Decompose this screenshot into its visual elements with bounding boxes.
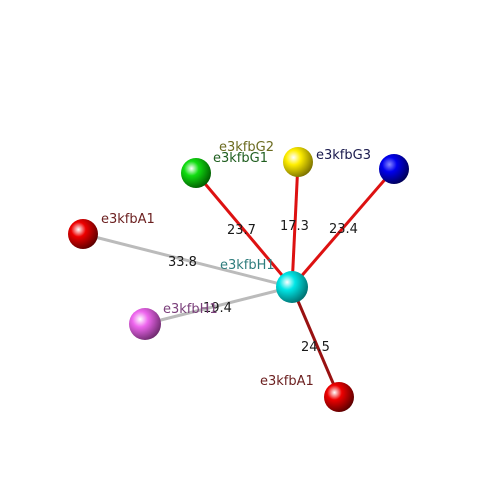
distance-label-h1-h1-pink: 19.4 xyxy=(203,301,232,316)
atom-group xyxy=(68,147,409,412)
atom-sphere-h1[interactable] xyxy=(276,271,308,303)
distance-label-h1-g1: 23.7 xyxy=(227,223,256,238)
atom-label-g2: e3kfbG2 xyxy=(219,140,274,155)
atom-sphere-g2[interactable] xyxy=(283,147,313,177)
atom-label-a1-left: e3kfbA1 xyxy=(101,212,155,227)
atom-sphere-g3[interactable] xyxy=(379,154,409,184)
bond-h1-h1-pink[interactable] xyxy=(144,285,293,326)
bond-h1-g2[interactable] xyxy=(290,161,300,288)
atom-label-h1: e3kfbH1 xyxy=(220,258,275,273)
distance-label-h1-g3: 23.4 xyxy=(329,222,358,237)
bond-h1-a1-left[interactable] xyxy=(82,232,293,289)
bond-h1-g1[interactable] xyxy=(194,172,294,288)
atom-label-a1-bottom: e3kfbA1 xyxy=(260,374,314,389)
bond-group xyxy=(82,161,396,398)
distance-label-h1-a1-bottom: 24.5 xyxy=(301,340,330,355)
atom-label-g3: e3kfbG3 xyxy=(316,148,371,163)
distance-label-h1-g2: 17.3 xyxy=(280,219,309,234)
atom-label-g1: e3kfbG1 xyxy=(213,151,268,166)
bond-h1-a1-bottom[interactable] xyxy=(290,286,341,398)
distance-labels: 23.7 17.3 23.4 33.8 19.4 24.5 xyxy=(168,219,358,355)
bond-h1-g3[interactable] xyxy=(290,168,396,288)
atom-labels: e3kfbG2 e3kfbG1 e3kfbG3 e3kfbA1 e3kfbH1 … xyxy=(101,140,371,389)
atom-sphere-g1[interactable] xyxy=(181,158,211,188)
atom-sphere-a1-left[interactable] xyxy=(68,219,98,249)
distance-label-h1-a1-left: 33.8 xyxy=(168,255,197,270)
atom-label-h1-pink: e3kfbH1 xyxy=(163,302,218,317)
atom-sphere-a1-bottom[interactable] xyxy=(324,382,354,412)
atom-sphere-h1-pink[interactable] xyxy=(129,308,161,340)
